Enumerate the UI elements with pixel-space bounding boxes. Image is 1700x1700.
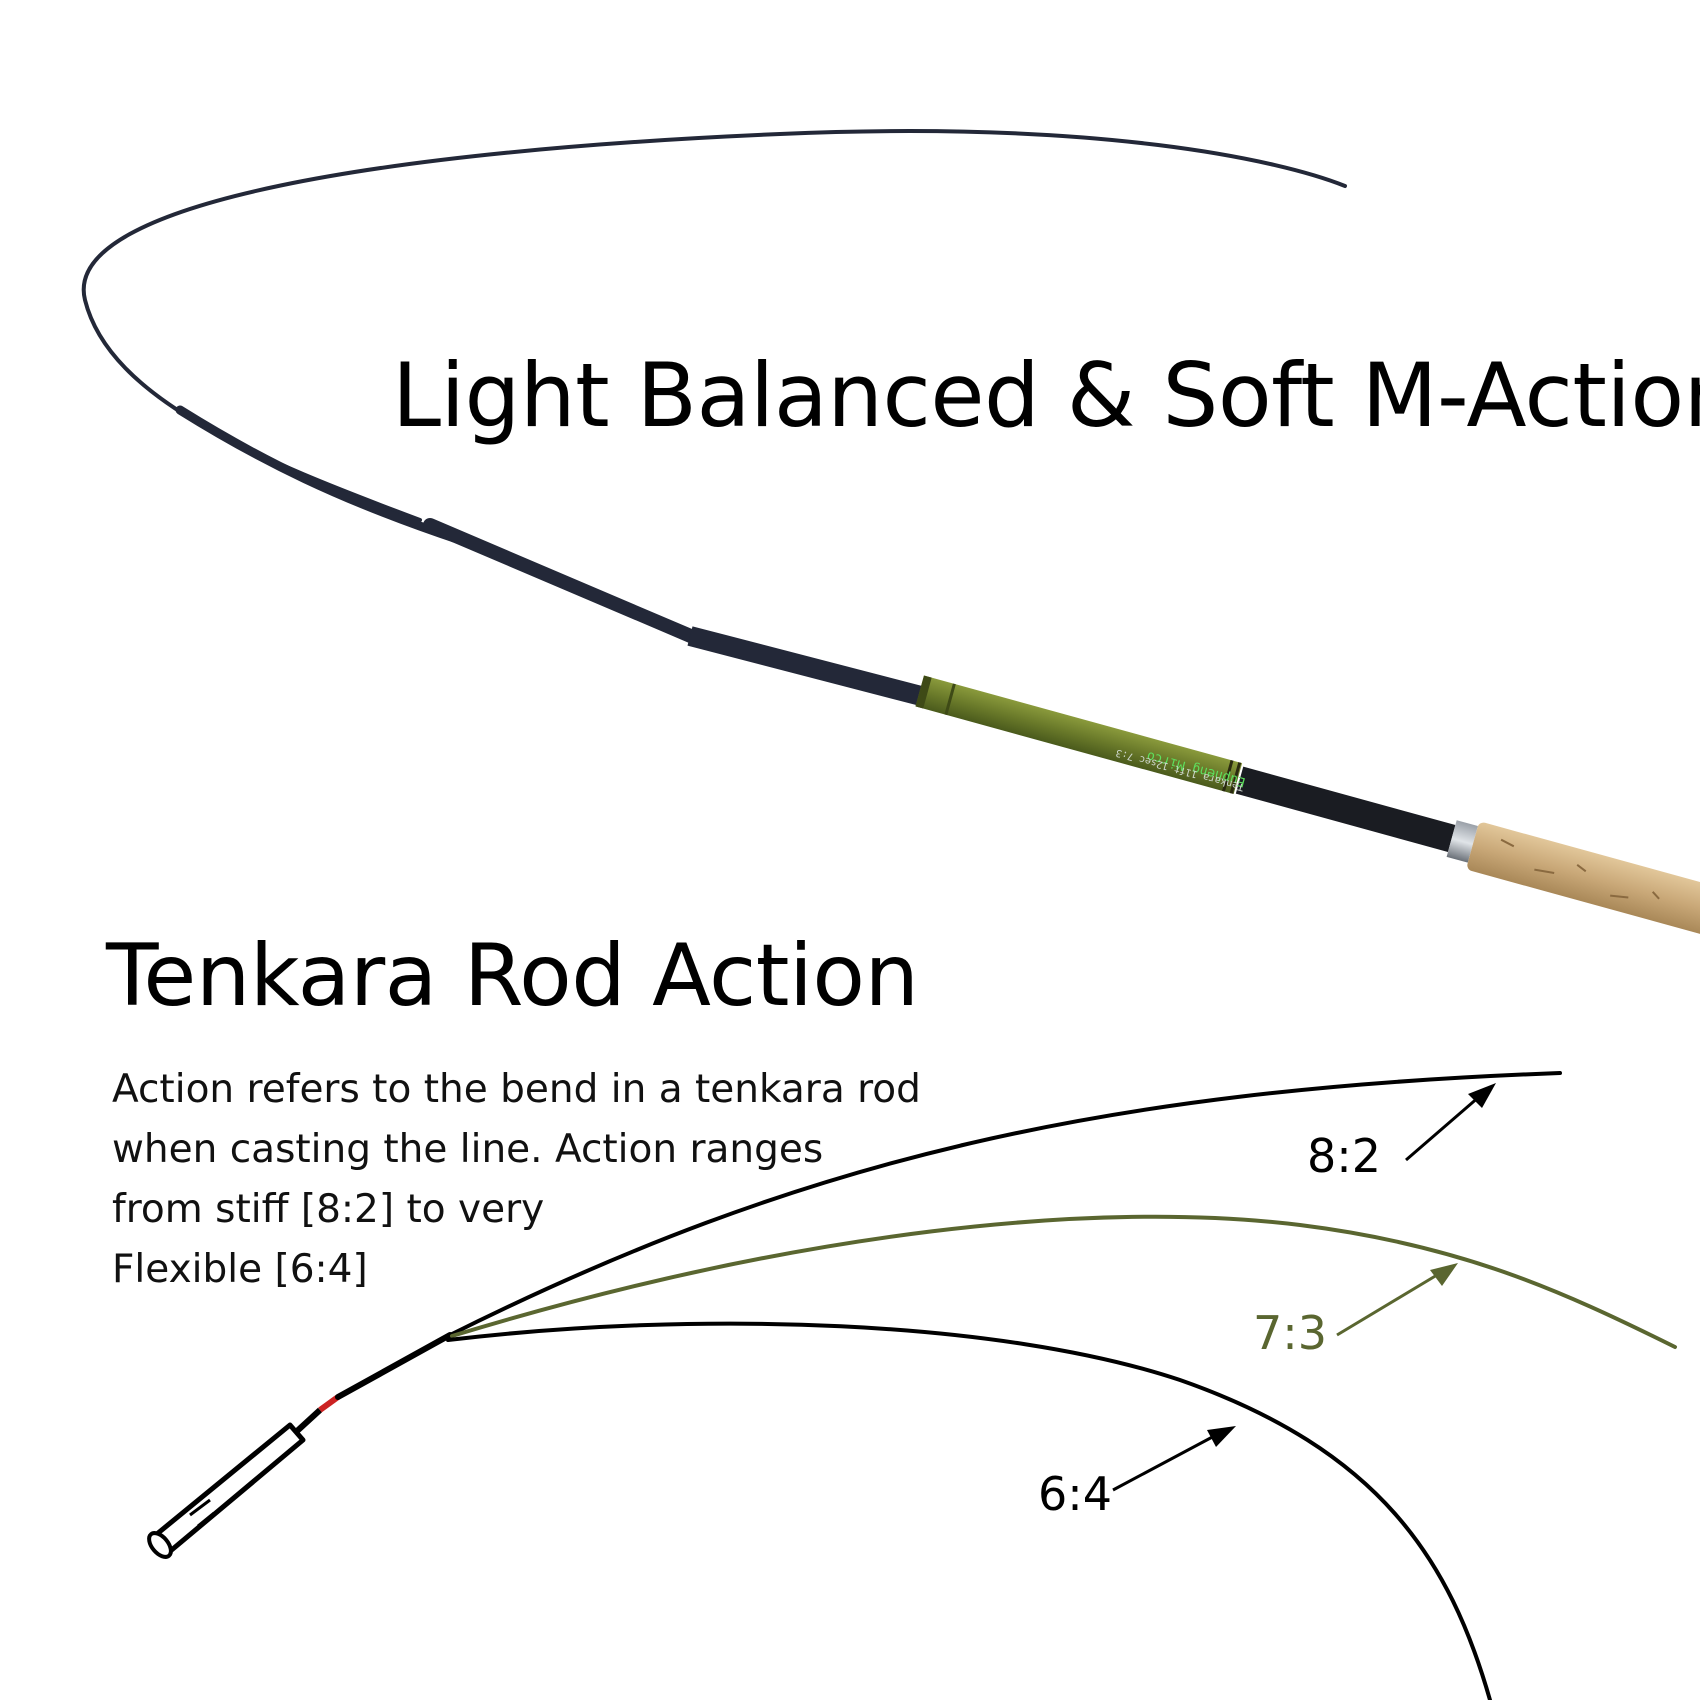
action-diagram: 8:2 7:3 6:4 [147, 1071, 1677, 1700]
description-line: from stiff [8:2] to very [112, 1187, 545, 1232]
headline-top: Light Balanced & Soft M-Action [392, 344, 1700, 447]
description-line: Action refers to the bend in a tenkara r… [112, 1067, 921, 1112]
rod-blank-lower [687, 626, 928, 707]
label-6-4: 6:4 [1038, 1467, 1112, 1521]
curve-6-4 [446, 1321, 1492, 1700]
label-8-2: 8:2 [1307, 1129, 1381, 1183]
rod-green-section: Eupheng Mirco Tenkara 11ft 12sec 7:3 [915, 675, 1700, 938]
section-description: Action refers to the bend in a tenkara r… [112, 1060, 992, 1300]
label-7-3: 7:3 [1253, 1306, 1327, 1360]
description-line: when casting the line. Action ranges [112, 1127, 824, 1172]
curve-7-3 [450, 1214, 1677, 1349]
cork-handle [1467, 822, 1700, 938]
rod-tip [81, 129, 1347, 522]
section-title: Tenkara Rod Action [106, 926, 919, 1026]
rod-grip-sketch [147, 1332, 453, 1559]
rod-photo: Eupheng Mirco Tenkara 11ft 12sec 7:3 [81, 129, 1700, 938]
arrow-8-2 [1405, 1083, 1496, 1162]
rod-blank [175, 405, 465, 545]
rod-blank-mid [423, 518, 707, 647]
arrow-6-4 [1112, 1426, 1236, 1492]
description-line: Flexible [6:4] [112, 1247, 368, 1292]
arrow-7-3 [1336, 1263, 1458, 1337]
curve-8-2 [446, 1071, 1562, 1338]
